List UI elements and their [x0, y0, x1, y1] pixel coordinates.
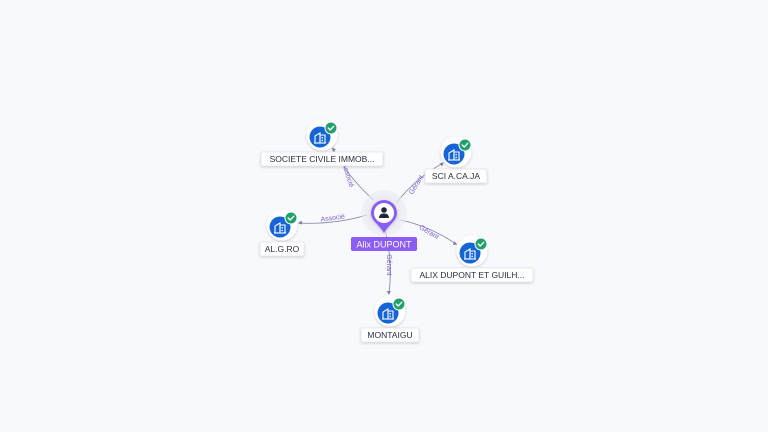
verified-check-icon: [458, 138, 472, 152]
edge-label-alix: Gérant: [418, 224, 440, 241]
building-icon: [448, 149, 460, 161]
node-label: ALIX DUPONT ET GUILH...: [419, 270, 524, 280]
edge-label-societe: Associé: [340, 163, 354, 189]
node-label: MONTAIGU: [367, 330, 412, 340]
node-label-box: [410, 267, 534, 283]
node-label: AL.G.RO: [265, 244, 300, 254]
node-label-box: [424, 168, 488, 184]
company-node-societe[interactable]: SOCIETE CIVILE IMMOB...: [260, 119, 384, 167]
center-label-box: [351, 237, 417, 251]
center-label: Alix DUPONT: [356, 240, 412, 250]
edge-label-montaigu: Gérant: [385, 254, 392, 275]
edge-line-algro: [298, 214, 368, 224]
node-label-box: [260, 151, 384, 167]
verified-check-icon: [284, 211, 298, 225]
building-icon: [314, 132, 326, 144]
edge-label-scia: Gérant: [408, 174, 425, 196]
building-icon: [274, 222, 286, 234]
node-label: SCI A.CA.JA: [432, 171, 481, 181]
pin-inner-circle: [374, 203, 394, 223]
company-node-montaigu[interactable]: MONTAIGU: [360, 295, 420, 343]
building-icon: [464, 248, 476, 260]
company-node-algro[interactable]: AL.G.RO: [259, 209, 305, 257]
edge-arrow-montaigu: [386, 290, 391, 296]
node-label-box: [360, 327, 420, 343]
node-label: SOCIETE CIVILE IMMOB...: [270, 154, 375, 164]
center-person-node[interactable]: Alix DUPONT: [351, 190, 417, 251]
edge-arrow-scia: [439, 162, 444, 167]
building-icon: [382, 308, 394, 320]
edge-arrow-algro: [297, 220, 303, 225]
node-label-box: [259, 241, 305, 257]
edge-arrow-societe: [331, 147, 337, 152]
person-icon: [379, 207, 389, 218]
company-node-alix[interactable]: ALIX DUPONT ET GUILH...: [410, 235, 534, 283]
verified-check-icon: [474, 237, 488, 251]
verified-check-icon: [392, 297, 406, 311]
edge-label-algro: Associé: [320, 213, 345, 223]
verified-check-icon: [324, 121, 338, 135]
company-node-scia[interactable]: SCI A.CA.JA: [424, 136, 488, 184]
edge-arrow-alix: [452, 241, 458, 245]
